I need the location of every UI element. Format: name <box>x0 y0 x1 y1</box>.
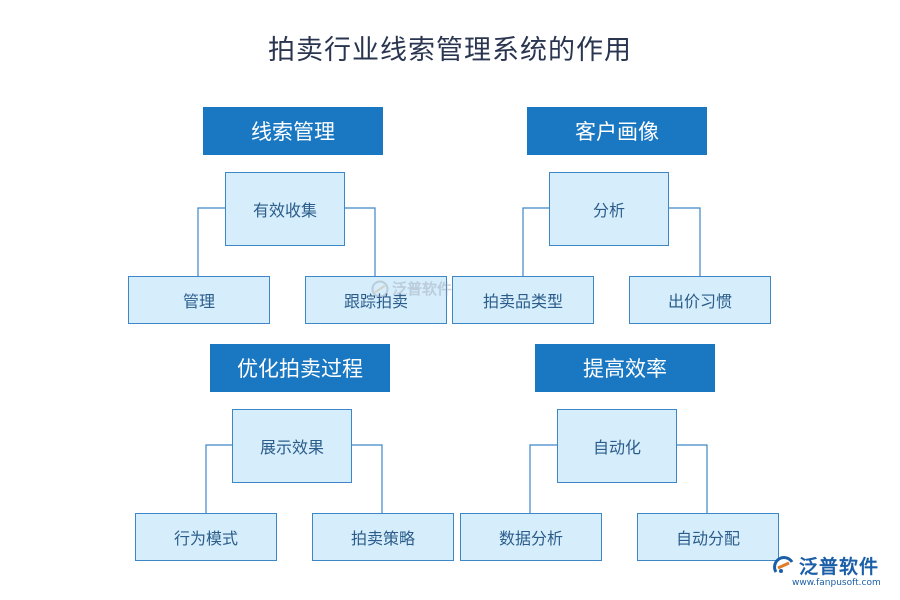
node-behavior-pattern: 行为模式 <box>135 513 277 561</box>
header-customer-profile: 客户画像 <box>527 107 707 155</box>
node-item-type: 拍卖品类型 <box>452 276 594 324</box>
header-optimize-auction: 优化拍卖过程 <box>210 344 390 392</box>
node-auto-assign: 自动分配 <box>637 513 779 561</box>
fanpu-logo-icon <box>773 555 794 573</box>
node-display-effect: 展示效果 <box>232 409 352 483</box>
connector-line <box>205 444 233 513</box>
brand-logo: 泛普软件 <box>772 552 879 579</box>
logo-url: www.fanpusoft.com <box>792 578 881 588</box>
logo-text: 泛普软件 <box>799 556 880 578</box>
node-data-analysis: 数据分析 <box>460 513 602 561</box>
node-bidding-habit: 出价习惯 <box>629 276 771 324</box>
node-automation: 自动化 <box>557 409 677 483</box>
node-track-auction: 跟踪拍卖 <box>305 276 447 324</box>
connector-line <box>522 207 550 276</box>
header-improve-efficiency: 提高效率 <box>535 344 715 392</box>
node-manage: 管理 <box>128 276 270 324</box>
connector-line <box>344 207 376 276</box>
page-title: 拍卖行业线索管理系统的作用 <box>268 35 632 66</box>
connector-line <box>676 444 708 513</box>
connector-line <box>668 207 701 276</box>
node-effective-collection: 有效收集 <box>225 172 345 246</box>
watermark: 泛普软件 <box>370 278 452 299</box>
node-analysis: 分析 <box>549 172 669 246</box>
watermark-logo-icon <box>371 279 389 298</box>
connector-line <box>197 207 226 276</box>
connector-line <box>529 444 558 513</box>
header-lead-management: 线索管理 <box>203 107 383 155</box>
node-auction-strategy: 拍卖策略 <box>312 513 454 561</box>
watermark-text: 泛普软件 <box>392 280 453 298</box>
connector-line <box>351 444 383 513</box>
